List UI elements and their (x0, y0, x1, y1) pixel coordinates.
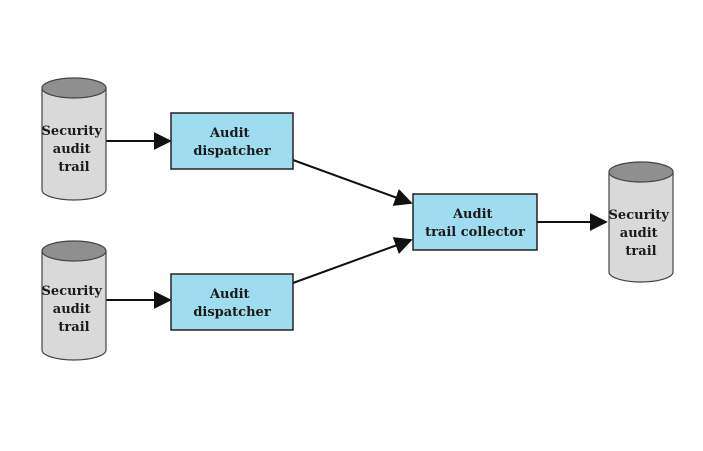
svg-text:Audit dispatcher: Audit dispatcher (193, 287, 271, 320)
box-label-line: dispatcher (193, 305, 271, 320)
audit-dispatcher-bottom: Audit dispatcher (170, 273, 294, 331)
security-audit-trail-right: Security audit trail (608, 161, 674, 283)
cylinder-label-line: Security (42, 284, 103, 299)
arrow-bottom-dispatcher-to-collector (292, 237, 413, 284)
box-label-line: Audit (452, 207, 493, 222)
security-audit-trail-bottom-left: Security audit trail (41, 240, 107, 361)
audit-dispatcher-top: Audit dispatcher (170, 112, 294, 170)
svg-text:Security audit tra: Security audit trail (42, 124, 107, 175)
box-label-line: dispatcher (193, 144, 271, 159)
security-audit-trail-top-left: Security audit trail (41, 77, 107, 201)
box-label-line: Audit (209, 126, 250, 141)
cylinder-label-line: trail (58, 160, 89, 175)
box-label-line: Audit (209, 287, 250, 302)
cylinder-label-line: audit (53, 302, 91, 317)
cylinder-label-line: audit (620, 226, 658, 241)
cylinder-label-line: Security (42, 124, 103, 139)
svg-text:Security audit tra: Security audit trail (42, 284, 107, 335)
cylinder-label-line: trail (58, 320, 89, 335)
cylinder-label-line: Security (609, 208, 670, 223)
cylinder-label-line: audit (53, 142, 91, 157)
svg-text:Security audit tra: Security audit trail (609, 208, 674, 259)
cylinder-label-line: trail (625, 244, 656, 259)
arrow-top-dispatcher-to-collector (292, 159, 413, 206)
svg-text:Audit dispatcher: Audit dispatcher (193, 126, 271, 159)
svg-text:Audit trail collector: Audit trail collector (425, 207, 525, 240)
box-label-line: trail collector (425, 225, 525, 240)
audit-trail-collector: Audit trail collector (412, 193, 538, 251)
